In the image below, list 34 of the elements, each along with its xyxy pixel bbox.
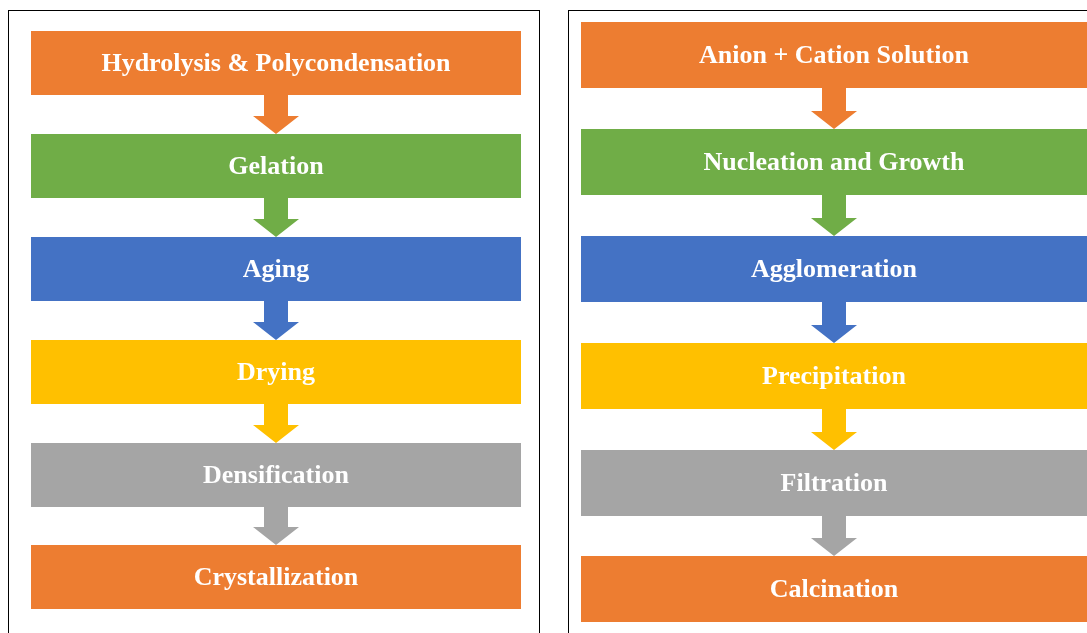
step-label: Crystallization (193, 560, 359, 593)
process-box (31, 340, 521, 404)
process-box (581, 450, 1087, 516)
step-label: Aging (242, 252, 310, 285)
step-label: Densification (203, 458, 349, 491)
process-box (31, 545, 521, 609)
block-arrow (811, 516, 857, 556)
block-arrow (811, 195, 857, 236)
block-arrow (253, 95, 299, 134)
step-label: Filtration (780, 466, 888, 499)
step-label: Drying (237, 355, 315, 388)
step-label: Agglomeration (750, 252, 918, 285)
process-box (581, 129, 1087, 195)
block-arrow (253, 301, 299, 340)
step-label: Gelation (228, 149, 324, 182)
step-label: Anion + Cation Solution (699, 38, 969, 71)
process-box (581, 236, 1087, 302)
block-arrow (253, 404, 299, 443)
process-box (31, 443, 521, 507)
process-box (31, 134, 521, 198)
step-label: Hydrolysis & Polycondensation (101, 46, 451, 79)
step-label: Calcination (769, 572, 899, 605)
process-box (31, 31, 521, 95)
block-arrow (253, 198, 299, 237)
block-arrow (811, 88, 857, 129)
process-box (31, 237, 521, 301)
step-label: Precipitation (762, 359, 906, 392)
process-box (581, 22, 1087, 88)
block-arrow (811, 409, 857, 450)
block-arrow (811, 302, 857, 343)
block-arrow (253, 507, 299, 545)
step-label: Nucleation and Growth (703, 145, 965, 178)
process-box (581, 556, 1087, 622)
process-box (581, 343, 1087, 409)
